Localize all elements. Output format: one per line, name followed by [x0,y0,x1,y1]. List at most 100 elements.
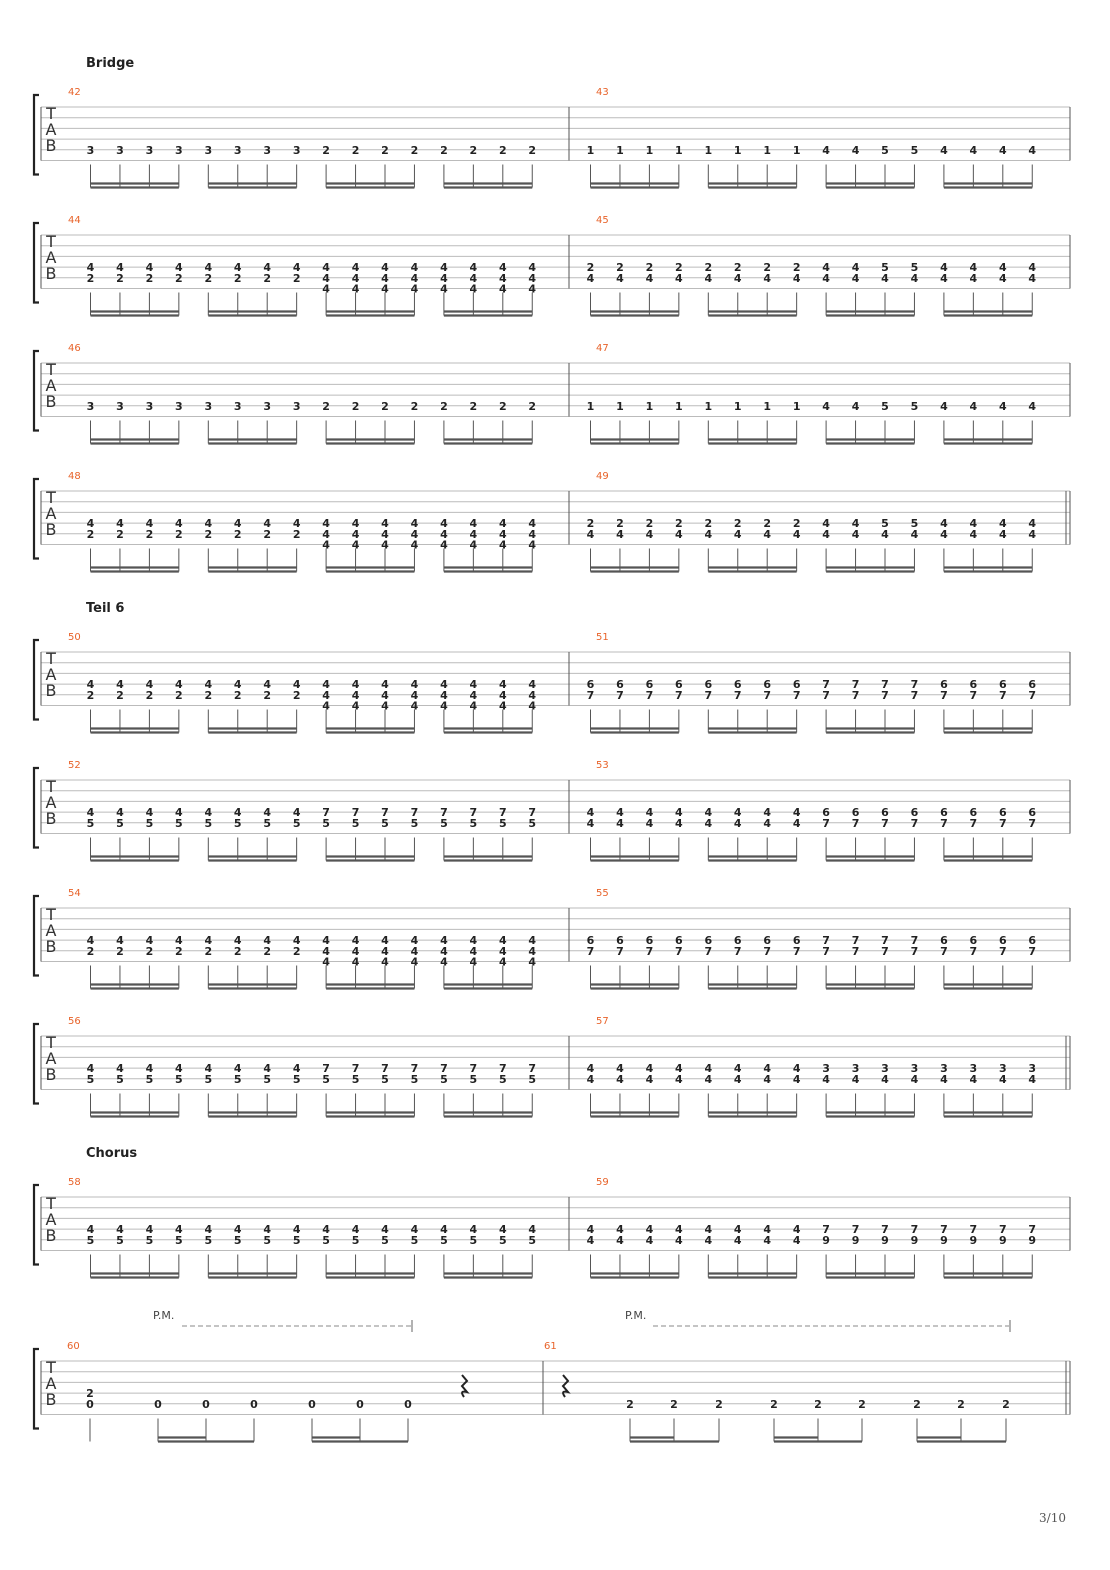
bar-number: 59 [596,1177,609,1188]
fret-number: 5 [234,1073,242,1086]
fret-number: 4 [470,1223,478,1236]
fret-number: 4 [322,678,330,691]
fret-number: 4 [616,817,624,830]
fret-number: 4 [234,261,242,274]
fret-number: 7 [587,945,595,958]
fret-number: 4 [528,689,536,702]
fret-number: 2 [175,272,183,285]
fret-number: 5 [470,817,478,830]
fret-number: 4 [1028,1073,1036,1086]
fret-number: 2 [616,517,624,530]
fret-number: 2 [646,261,654,274]
fret-number: 7 [646,945,654,958]
fret-number: 4 [116,678,124,691]
fret-number: 4 [499,678,507,691]
fret-number: 4 [852,261,860,274]
fret-number: 3 [263,400,271,413]
fret-number: 3 [116,400,124,413]
fret-number: 2 [322,400,330,413]
fret-number: 4 [293,806,301,819]
section-label: Bridge [86,56,134,71]
fret-number: 7 [911,945,919,958]
fret-number: 3 [146,400,154,413]
fret-number: 4 [646,1062,654,1075]
fret-number: 4 [440,956,448,969]
fret-number: 4 [528,945,536,958]
fret-number: 4 [734,1062,742,1075]
fret-number: 2 [381,400,389,413]
fret-number: 4 [970,400,978,413]
fret-number: 3 [263,144,271,157]
fret-number: 4 [940,528,948,541]
fret-number: 4 [234,517,242,530]
fret-number: 9 [1028,1234,1036,1247]
fret-number: 5 [381,817,389,830]
fret-number: 7 [1028,1223,1036,1236]
staff-brace [32,638,39,721]
fret-number: 4 [293,517,301,530]
fret-number: 5 [911,261,919,274]
fret-number: 7 [1028,817,1036,830]
fret-number: 4 [440,700,448,713]
fret-number: 7 [763,689,771,702]
fret-number: 5 [352,1234,360,1247]
fret-number: 4 [411,689,419,702]
bar-number: 50 [68,632,81,643]
fret-number: 4 [499,539,507,552]
fret-number: 6 [763,678,771,691]
palm-mute-label: P.M. [625,1309,646,1322]
fret-number: 4 [852,528,860,541]
fret-number: 7 [911,934,919,947]
fret-number: 7 [822,817,830,830]
fret-number: 4 [499,934,507,947]
fret-number: 4 [381,283,389,296]
fret-number: 1 [616,144,624,157]
fret-number: 4 [999,261,1007,274]
fret-number: 4 [411,528,419,541]
fret-number: 4 [822,517,830,530]
fret-number: 4 [322,945,330,958]
fret-number: 4 [499,689,507,702]
quarter-rest [460,1374,470,1398]
fret-number: 6 [704,934,712,947]
bar-number: 49 [596,471,609,482]
bar-number: 58 [68,1177,81,1188]
fret-number: 4 [528,517,536,530]
fret-number: 7 [822,934,830,947]
fret-number: 7 [793,945,801,958]
fret-number: 2 [146,945,154,958]
fret-number: 3 [146,144,154,157]
fret-number: 4 [970,272,978,285]
fret-number: 5 [87,1073,95,1086]
fret-number: 2 [734,517,742,530]
fret-number: 2 [470,400,478,413]
fret-number: 7 [881,934,889,947]
tab-system: TAB4442424242424242424444444444444444444… [32,215,1071,317]
fret-number: 7 [970,945,978,958]
tab-clef-letter: T [45,1194,56,1213]
fret-number: 4 [675,1073,683,1086]
fret-number: 3 [970,1062,978,1075]
fret-number: 2 [499,144,507,157]
fret-number: 4 [440,945,448,958]
fret-number: 2 [440,400,448,413]
fret-number: 6 [734,934,742,947]
fret-number: 7 [411,806,419,819]
fret-number: 4 [146,261,154,274]
fret-number: 7 [970,817,978,830]
fret-number: 4 [763,1062,771,1075]
bar-number: 42 [68,87,81,98]
fret-number: 5 [322,817,330,830]
fret-number: 7 [352,1062,360,1075]
tab-clef-letter: A [46,665,57,684]
fret-number: 7 [852,678,860,691]
fret-number: 5 [175,1073,183,1086]
fret-number: 7 [499,806,507,819]
fret-number: 4 [470,678,478,691]
fret-number: 4 [822,261,830,274]
fret-number: 1 [763,144,771,157]
fret-number: 6 [646,934,654,947]
fret-number: 7 [322,1062,330,1075]
fret-number: 2 [175,528,183,541]
fret-number: 5 [528,817,536,830]
